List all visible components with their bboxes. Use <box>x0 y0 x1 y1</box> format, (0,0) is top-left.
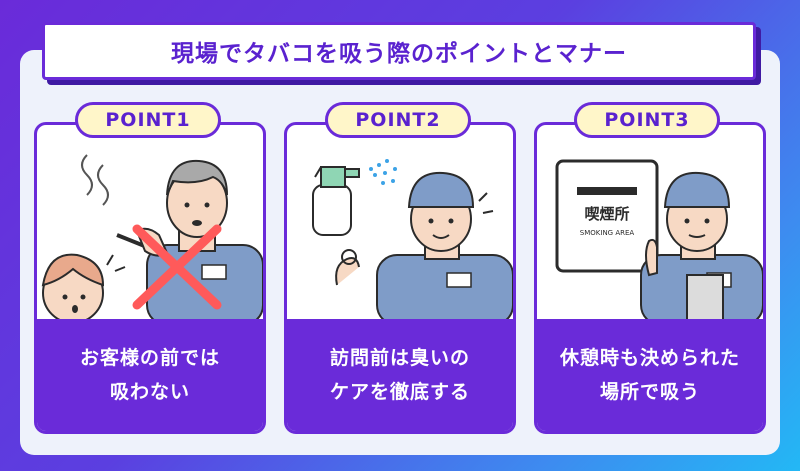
odor-care-illustration <box>312 159 513 321</box>
title-box: 現場でタバコを吸う際のポイントとマナー <box>42 22 756 80</box>
point2-caption-line2: ケアを徹底する <box>329 381 470 403</box>
ok-hand-icon <box>341 249 357 265</box>
point1-badge-label: POINT1 <box>105 109 191 131</box>
point2-caption: 訪問前は臭いの ケアを徹底する <box>287 319 513 431</box>
sign-english: SMOKING AREA <box>580 229 635 237</box>
spray-mist-icon <box>369 159 397 185</box>
spray-bottle-icon <box>312 166 360 236</box>
point3-caption: 休憩時も決められた 場所で吸う <box>537 319 763 431</box>
clipboard-icon <box>686 274 724 321</box>
prohibited-cross-icon <box>132 224 222 310</box>
point3-card: 喫煙所 SMOKING AREA 休憩時も決められた 場所で吸う <box>534 122 766 434</box>
worker-figure <box>116 159 263 321</box>
smoking-area-sign: 喫煙所 SMOKING AREA <box>555 159 659 273</box>
cap-icon <box>407 171 475 208</box>
point3-caption-line2: 場所で吸う <box>599 381 700 403</box>
point2-badge-label: POINT2 <box>355 109 441 131</box>
worker-figure <box>335 171 513 321</box>
point2-card: 訪問前は臭いの ケアを徹底する <box>284 122 516 434</box>
point2-badge: POINT2 <box>325 102 471 138</box>
cigarette-icon <box>577 187 637 195</box>
point1-caption: お客様の前では 吸わない <box>37 319 263 431</box>
point1-badge: POINT1 <box>75 102 221 138</box>
page-title: 現場でタバコを吸う際のポイントとマナー <box>171 41 627 67</box>
cap-icon <box>663 171 731 208</box>
no-smoking-illustration <box>41 154 263 321</box>
point3-caption-line1: 休憩時も決められた <box>559 347 740 369</box>
point1-caption-line2: 吸わない <box>109 381 190 403</box>
point3-badge: POINT3 <box>574 102 720 138</box>
worker-figure <box>640 171 763 321</box>
point1-card: お客様の前では 吸わない <box>34 122 266 434</box>
customer-figure <box>41 253 126 321</box>
point2-caption-line1: 訪問前は臭いの <box>329 347 470 369</box>
smoking-area-illustration: 喫煙所 SMOKING AREA <box>555 159 763 321</box>
smoke-icon <box>97 164 109 206</box>
point1-caption-line1: お客様の前では <box>79 347 220 369</box>
smoke-icon <box>81 154 93 196</box>
point3-badge-label: POINT3 <box>604 109 690 131</box>
pointing-hand-icon <box>645 238 658 277</box>
sign-kanji: 喫煙所 <box>584 205 629 223</box>
